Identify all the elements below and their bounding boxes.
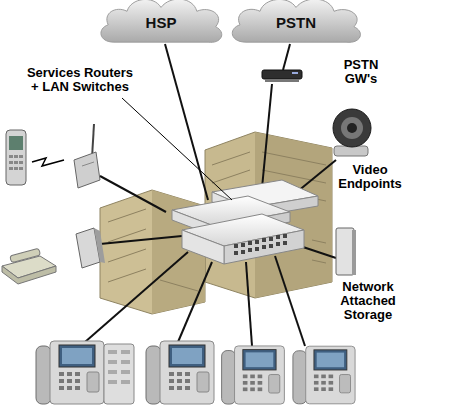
phone-sidecar bbox=[104, 344, 134, 404]
ip-phone bbox=[293, 346, 355, 404]
wire bbox=[275, 256, 305, 346]
building-windows bbox=[108, 152, 326, 291]
device-label: Services Routers + LAN Switches bbox=[25, 66, 135, 94]
camera-lens bbox=[341, 117, 363, 139]
nas-device bbox=[336, 228, 356, 275]
cloud-node: HSP bbox=[95, 0, 227, 46]
camera-base bbox=[334, 146, 368, 156]
wire bbox=[262, 84, 272, 188]
switch-side bbox=[182, 230, 224, 264]
mobile-screen bbox=[9, 136, 23, 150]
wire bbox=[300, 246, 336, 258]
cloud-outline bbox=[232, 0, 360, 42]
router-stack bbox=[172, 180, 318, 264]
analog-handset bbox=[10, 248, 41, 263]
pstn-gateway bbox=[262, 70, 302, 82]
gateway-base bbox=[265, 79, 299, 82]
wire bbox=[100, 236, 182, 244]
mobile-phone bbox=[6, 130, 26, 185]
ip-phone bbox=[36, 341, 104, 404]
gateway-light bbox=[292, 72, 298, 74]
ap-detail bbox=[82, 162, 94, 166]
wire bbox=[283, 44, 290, 70]
sidecar-keys bbox=[108, 350, 130, 384]
wire bbox=[178, 262, 212, 342]
ata-side bbox=[94, 228, 105, 263]
nas-side bbox=[352, 230, 356, 275]
device-label: Video Endpoints bbox=[328, 163, 412, 191]
nas-body bbox=[336, 228, 354, 275]
leader-line bbox=[122, 98, 232, 200]
switch-ports bbox=[234, 234, 287, 255]
device-label: PSTN GW's bbox=[336, 58, 386, 86]
camera-body bbox=[333, 109, 371, 147]
mobile-keys bbox=[9, 155, 23, 170]
cloud-node: PSTN bbox=[226, 0, 366, 46]
ip-phones bbox=[36, 341, 355, 404]
device-label: Network Attached Storage bbox=[326, 280, 410, 322]
cloud-outline bbox=[101, 0, 222, 42]
wire bbox=[246, 262, 252, 346]
node-text: HSP bbox=[146, 14, 177, 31]
ip-phone bbox=[222, 346, 285, 404]
switch-front bbox=[224, 230, 304, 264]
wire bbox=[85, 252, 188, 342]
wire bbox=[100, 176, 166, 212]
node-text: PSTN bbox=[276, 14, 316, 31]
analog-phone-base bbox=[2, 266, 56, 284]
wireless-link bbox=[32, 158, 64, 166]
wire bbox=[165, 44, 208, 200]
ip-phone bbox=[146, 341, 214, 404]
video-endpoint bbox=[333, 109, 371, 156]
gateway-body bbox=[262, 70, 302, 79]
analog-devices bbox=[2, 228, 105, 284]
camera-lens-center bbox=[347, 123, 357, 133]
wireless-devices bbox=[6, 124, 100, 188]
office-building bbox=[100, 132, 332, 314]
access-point bbox=[74, 152, 100, 188]
